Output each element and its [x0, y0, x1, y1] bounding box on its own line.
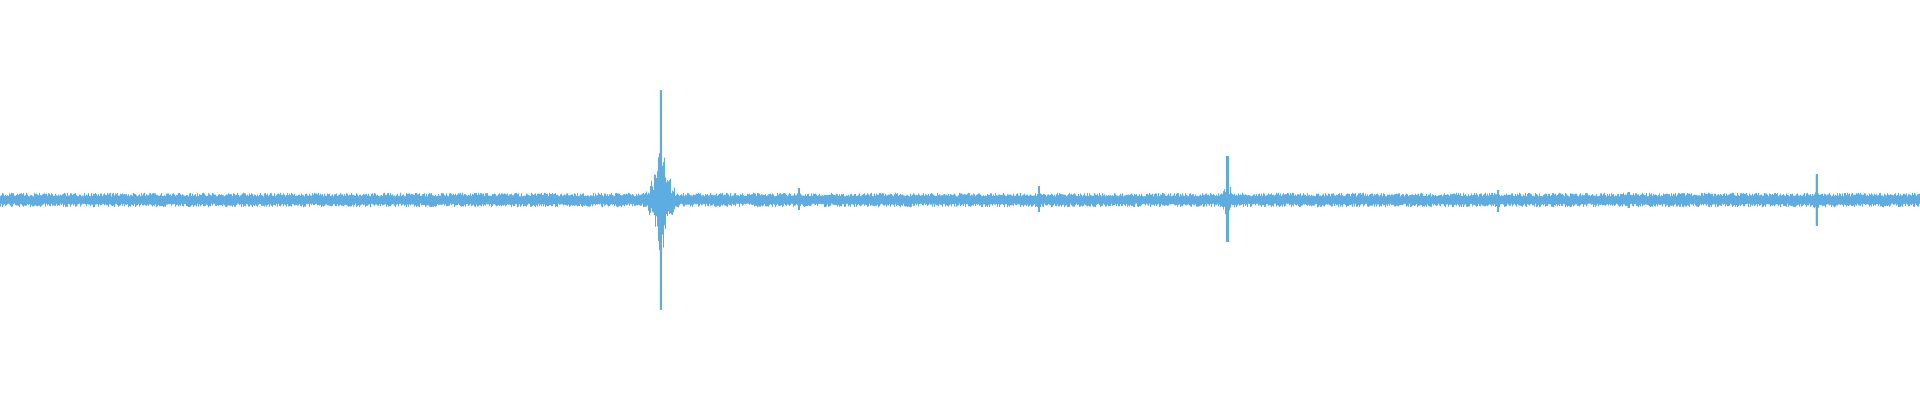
waveform-series [0, 90, 1920, 310]
waveform-trace [0, 90, 1920, 310]
